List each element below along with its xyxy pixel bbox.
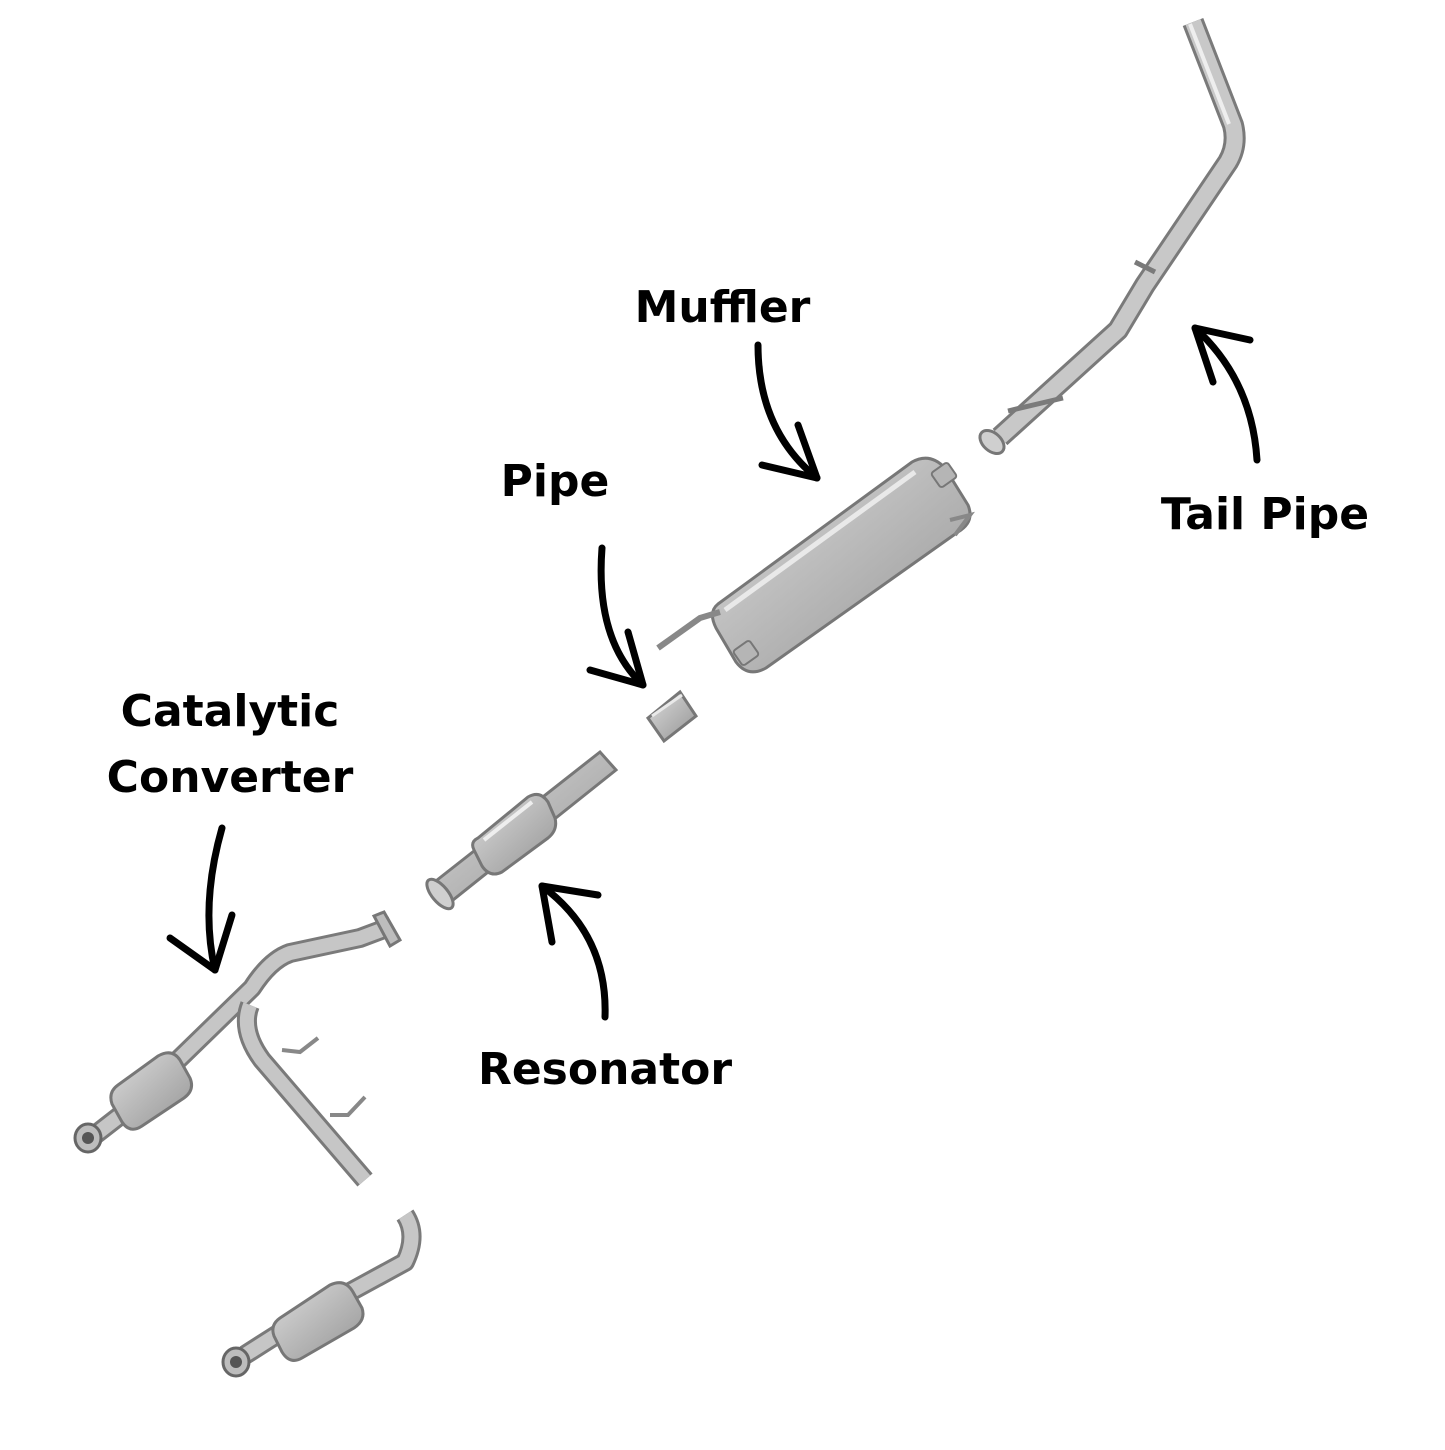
label-catalytic-converter: Catalytic Converter [90,679,370,811]
pipe-part [645,689,699,744]
label-catalytic-line1: Catalytic [120,686,340,737]
label-catalytic-line2: Converter [106,752,354,803]
catalytic-converter-part [73,910,403,1187]
curved-arrow-icon [586,544,647,689]
label-resonator: Resonator [477,1044,733,1095]
label-pipe: Pipe [500,456,610,507]
tail-pipe-part [978,18,1246,456]
label-tail-pipe: Tail Pipe [1160,489,1370,540]
curved-arrow-icon [166,824,236,974]
catalytic-converter-lower-part [221,1209,422,1378]
curved-arrow-icon [754,341,821,482]
label-muffler: Muffler [634,282,811,333]
resonator-part [425,749,619,911]
curved-arrow-icon [538,882,609,1021]
curved-arrow-icon [1191,324,1261,464]
muffler-part [656,456,975,674]
